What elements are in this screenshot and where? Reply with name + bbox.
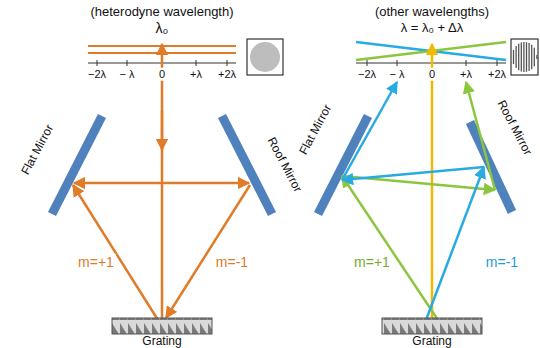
panel-heading: (other wavelengths) bbox=[373, 5, 491, 20]
fringe-line bbox=[513, 50, 514, 64]
scale-label: +2λ bbox=[486, 68, 508, 81]
panel-heading: (heterodyne wavelength) bbox=[88, 5, 235, 20]
fringe-pattern bbox=[511, 39, 538, 75]
fringe-line bbox=[534, 48, 535, 67]
fringe-line bbox=[518, 44, 519, 71]
order-label: m=-1 bbox=[484, 254, 520, 270]
order-label: m=+1 bbox=[352, 254, 392, 270]
scale-label: +λ bbox=[458, 68, 474, 81]
roof-mirror bbox=[222, 116, 272, 214]
fringe-line bbox=[528, 43, 529, 71]
fringe-line bbox=[515, 46, 516, 68]
scale-label: −2λ bbox=[356, 68, 378, 81]
grating-label: Grating bbox=[140, 335, 183, 348]
fringe-line bbox=[523, 42, 524, 72]
rays bbox=[73, 44, 250, 320]
fringe-line bbox=[526, 42, 527, 72]
order-label: m=-1 bbox=[214, 254, 250, 270]
scale-label: +λ bbox=[188, 68, 204, 81]
scale-label: +2λ bbox=[216, 68, 238, 81]
rays bbox=[342, 44, 495, 320]
mirror-label: Roof Mirror bbox=[263, 134, 305, 197]
mirror-label: Flat Mirror bbox=[18, 121, 58, 179]
grating bbox=[112, 318, 212, 334]
fringe-line bbox=[531, 45, 532, 70]
uniform-spot bbox=[247, 39, 283, 75]
order-label: m=+1 bbox=[76, 254, 116, 270]
flat-mirror bbox=[52, 116, 102, 214]
grating bbox=[382, 318, 482, 334]
scale-label: − λ bbox=[118, 68, 137, 81]
wavelength-label: λ₀ bbox=[154, 20, 171, 36]
fringe-line bbox=[536, 55, 537, 59]
flat-mirror bbox=[318, 116, 368, 214]
scale-label: −2λ bbox=[86, 68, 108, 81]
grating-label: Grating bbox=[410, 335, 453, 348]
scale-label: 0 bbox=[427, 68, 437, 81]
mirror-label: Roof Mirror bbox=[493, 97, 535, 160]
fringe-line bbox=[521, 43, 522, 72]
wavelength-label: λ = λ₀ + Δλ bbox=[399, 21, 466, 36]
scale-label: 0 bbox=[157, 68, 167, 81]
mirror-label: Flat Mirror bbox=[296, 101, 336, 159]
scale-label: − λ bbox=[388, 68, 407, 81]
